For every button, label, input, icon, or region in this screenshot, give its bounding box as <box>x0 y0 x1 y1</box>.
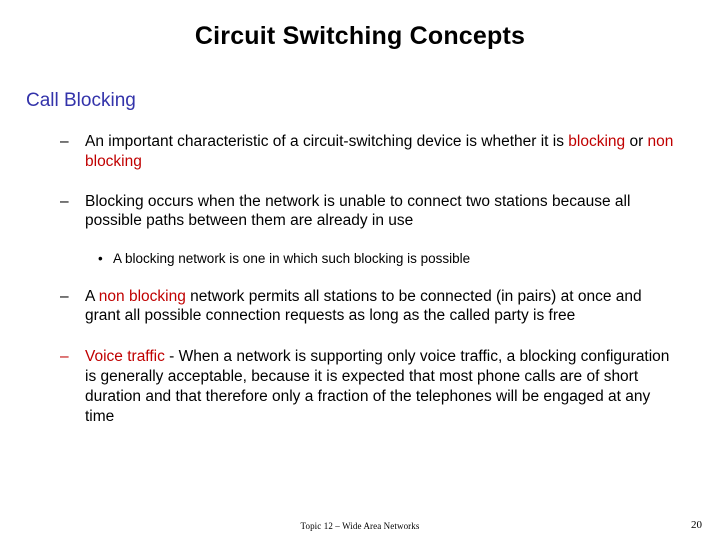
dash-bullet-marker: – <box>60 287 69 305</box>
dash-bullet-marker: – <box>60 348 69 366</box>
bullet-text-segment: Blocking occurs when the network is unab… <box>85 192 631 230</box>
bullet-item: – A non blocking network permits all sta… <box>0 287 720 327</box>
slide-body: – An important characteristic of a circu… <box>0 132 720 445</box>
bullet-item: – Blocking occurs when the network is un… <box>0 192 720 232</box>
bullet-text-emphasis: Voice traffic <box>85 348 165 366</box>
bullet-text-segment: network permits all stations to be conne… <box>85 287 642 325</box>
section-heading-call-blocking: Call Blocking <box>26 90 136 111</box>
sub-bullet-item: • A blocking network is one in which suc… <box>0 250 720 267</box>
bullet-item: – An important characteristic of a circu… <box>0 132 720 172</box>
sub-bullet-text-segment: A blocking network is one in which such … <box>113 251 471 267</box>
dot-bullet-marker: • <box>98 251 103 267</box>
bullet-text-segment: or <box>625 133 648 150</box>
bullet-text-segment: An important characteristic of a circuit… <box>85 133 569 150</box>
dash-bullet-marker: – <box>60 192 69 210</box>
bullet-text-segment: - When a network is supporting only voic… <box>85 348 670 425</box>
bullet-text-emphasis: non blocking <box>98 287 186 305</box>
bullet-item: – Voice traffic - When a network is supp… <box>0 347 720 426</box>
footer-note: Topic 12 – Wide Area Networks <box>300 521 420 531</box>
page-number: 20 <box>691 519 702 531</box>
bullet-text-emphasis: non blocking <box>85 133 674 170</box>
bullet-text-segment: A <box>85 287 99 305</box>
dash-bullet-marker: – <box>60 133 69 150</box>
page-title: Circuit Switching Concepts <box>194 22 526 50</box>
bullet-text-emphasis: blocking <box>568 133 626 150</box>
